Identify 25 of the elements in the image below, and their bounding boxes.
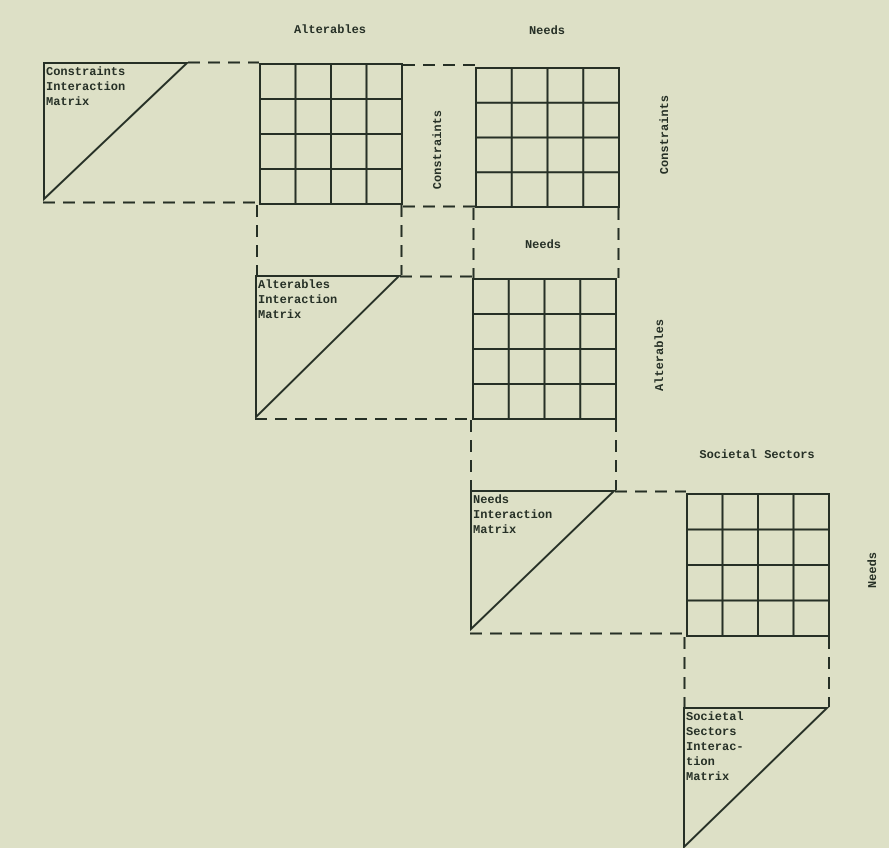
dashed-connector <box>828 637 830 707</box>
dashed-connector <box>470 420 472 490</box>
axis-label: Alterables <box>294 23 366 37</box>
axis-label: Needs <box>528 24 565 38</box>
dashed-connector <box>400 276 472 278</box>
matrix-title: Societal Sectors Interac- tion Matrix <box>686 710 745 785</box>
dashed-connector <box>472 208 474 278</box>
axis-label: Needs <box>866 552 880 588</box>
dashed-connector <box>615 420 617 490</box>
axis-label: Alterables <box>653 318 667 391</box>
dashed-connector <box>188 62 259 64</box>
dashed-connector <box>615 490 686 492</box>
dashed-connector <box>684 637 686 707</box>
dashed-connector <box>256 205 258 275</box>
matrix-title: Alterables Interaction Matrix <box>258 278 338 323</box>
axis-label: Societal Sectors <box>699 448 815 462</box>
dashed-connector <box>403 64 475 66</box>
dashed-connector <box>403 206 475 208</box>
axis-label: Constraints <box>431 110 445 190</box>
matrix-title: Needs Interaction Matrix <box>473 493 554 538</box>
axis-label: Constraints <box>658 95 672 175</box>
axis-label: Needs <box>524 238 561 252</box>
dashed-connector <box>618 208 620 278</box>
matrix-title: Constraints Interaction Matrix <box>46 65 126 110</box>
dashed-connector <box>400 205 402 275</box>
